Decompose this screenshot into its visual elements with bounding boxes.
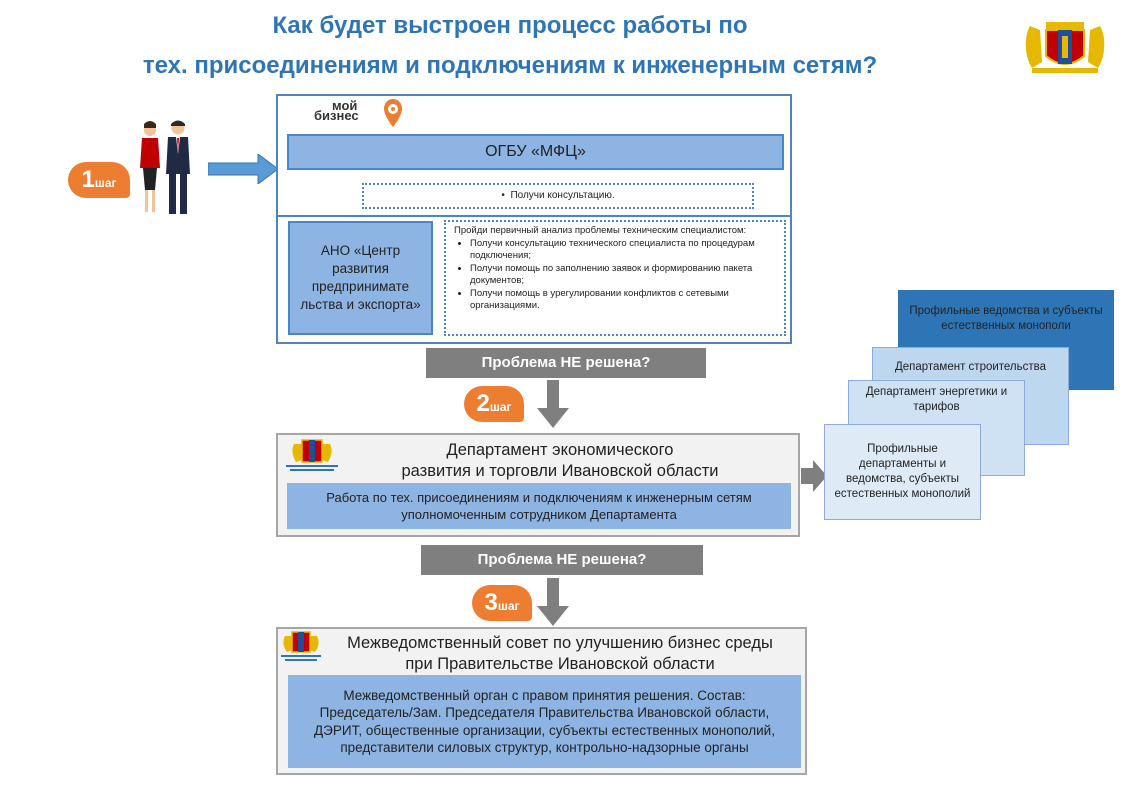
stack-box-label: Профильные ведомства и субъекты естестве… <box>909 305 1103 332</box>
department-body-text: Работа по тех. присоединениям и подключе… <box>326 490 752 522</box>
arrow-down-icon <box>537 578 569 626</box>
logo-word-1: мой <box>332 98 358 113</box>
ano-tip-item: Получи консультацию технического специал… <box>470 238 776 263</box>
location-pin-icon <box>384 99 402 127</box>
ano-tips-list: Получи консультацию технического специал… <box>454 238 776 313</box>
ano-tip-item: Получи помощь в урегулировании конфликто… <box>470 288 776 313</box>
arrow-right-icon <box>208 154 278 184</box>
arrow-down-icon <box>537 380 569 428</box>
ano-title: АНО «Центр развития предпринимате льства… <box>300 243 421 312</box>
step-3-word: шаг <box>497 599 520 613</box>
step-1-number: 1 <box>81 166 95 193</box>
council-title: Межведомственный совет по улучшению бизн… <box>310 633 810 675</box>
department-body: Работа по тех. присоединениям и подключе… <box>287 483 791 529</box>
arrow-right-gray-icon <box>801 460 827 492</box>
step-2-number: 2 <box>476 390 490 417</box>
mfc-title: ОГБУ «МФЦ» <box>485 143 586 160</box>
mfc-tip-text: Получи консультацию. <box>510 190 615 201</box>
stack-box-label: Профильные департаменты и ведомства, суб… <box>834 443 971 500</box>
ano-tip-item: Получи помощь по заполнению заявок и фор… <box>470 263 776 288</box>
stack-box-profile-departments: Профильные департаменты и ведомства, суб… <box>824 424 981 520</box>
council-logo-icon <box>281 631 321 661</box>
moi-biznes-logo: мой бизнес <box>310 98 410 130</box>
stack-box-label: Департамент строительства <box>894 361 1047 373</box>
council-body: Межведомственный орган с правом принятия… <box>288 675 801 768</box>
problem-bar-2: Проблема НЕ решена? <box>421 545 703 575</box>
coat-of-arms-icon <box>1025 22 1105 73</box>
ano-tips-intro: Пройди первичный анализ проблемы техниче… <box>454 225 747 236</box>
step-2-badge: 2шаг <box>464 386 524 422</box>
department-title-line-1: Департамент экономического <box>446 441 674 459</box>
step-3-number: 3 <box>484 589 498 616</box>
frame-divider <box>277 215 791 217</box>
department-title: Департамент экономического развития и то… <box>330 440 790 482</box>
department-logo-icon <box>286 439 338 471</box>
ano-tips: Пройди первичный анализ проблемы техниче… <box>444 220 786 336</box>
step-2-word: шаг <box>489 400 512 414</box>
people-icon <box>140 120 190 214</box>
title-line-2: тех. присоединениям и подключениям к инж… <box>142 52 878 79</box>
problem-bar-1: Проблема НЕ решена? <box>426 348 706 378</box>
stack-box-label: Департамент энергетики и тарифов <box>865 386 1008 413</box>
step-1-badge: 1шаг <box>68 162 130 198</box>
mfc-tip: • Получи консультацию. <box>362 183 754 209</box>
council-title-line-2: при Правительстве Ивановской области <box>405 655 715 673</box>
logo-word-2: бизнес <box>314 108 359 123</box>
title-line-1: Как будет выстроен процесс работы по <box>272 12 748 39</box>
ano-box: АНО «Центр развития предпринимате льства… <box>288 221 433 335</box>
council-title-line-1: Межведомственный совет по улучшению бизн… <box>347 634 773 652</box>
council-body-text: Межведомственный орган с правом принятия… <box>314 687 775 756</box>
step-3-badge: 3шаг <box>472 585 532 621</box>
mfc-box: ОГБУ «МФЦ» <box>287 134 784 170</box>
step-1-word: шаг <box>94 176 117 190</box>
department-title-line-2: развития и торговли Ивановской области <box>401 462 719 480</box>
mfc-tip-bullet: • <box>501 190 511 201</box>
